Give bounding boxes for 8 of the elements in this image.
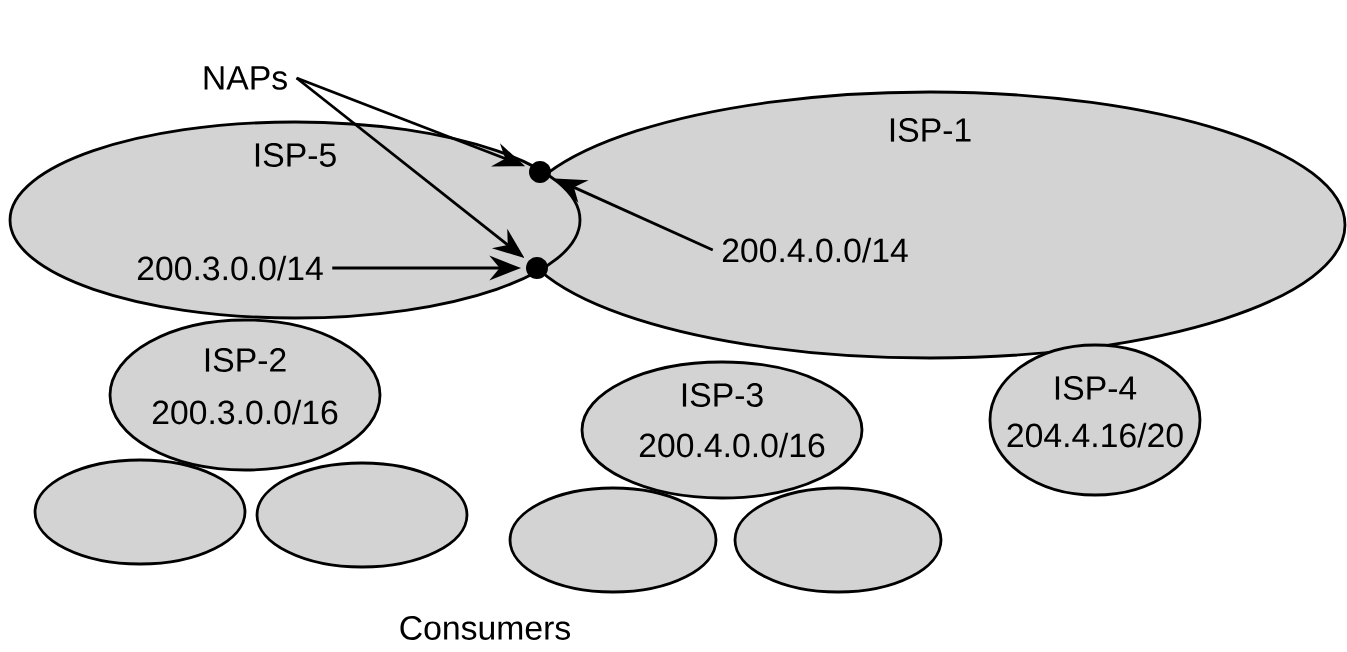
ellipse <box>255 461 469 569</box>
ellipse <box>33 458 247 566</box>
caption-label: Consumers <box>400 616 570 640</box>
text-label: 200.3.0.0/14 <box>137 255 323 281</box>
text-label: 200.4.0.0/14 <box>722 237 908 263</box>
ellipse <box>733 486 943 594</box>
text-label: NAPs <box>204 66 287 90</box>
ellipse <box>508 486 718 594</box>
